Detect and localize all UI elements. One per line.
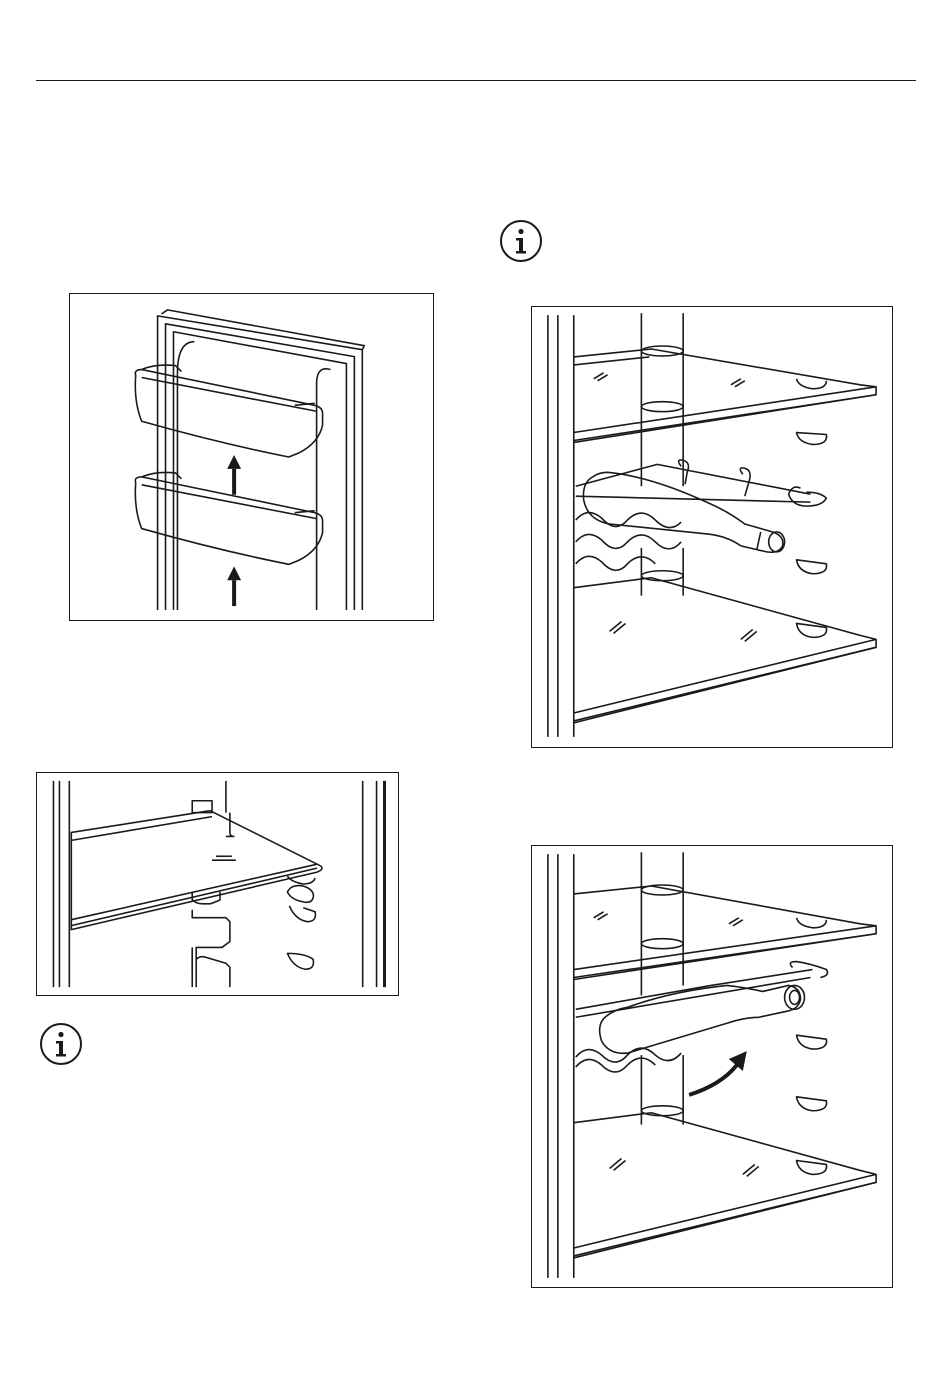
bottle-rack-with-bottle-illustration [532,307,892,747]
glass-shelf-supports-illustration [37,773,398,995]
figure-bottle-rack-installed [531,306,893,748]
info-icon [39,1022,83,1066]
bottle-rack-tilt-arrow-illustration [532,846,892,1287]
figure-bottle-rack-tilted [531,845,893,1288]
info-icon [499,219,543,263]
door-balcony-arrows-illustration [70,294,433,620]
header-rule [36,80,916,81]
figure-door-balconies [69,293,434,621]
figure-glass-shelf [36,772,399,996]
